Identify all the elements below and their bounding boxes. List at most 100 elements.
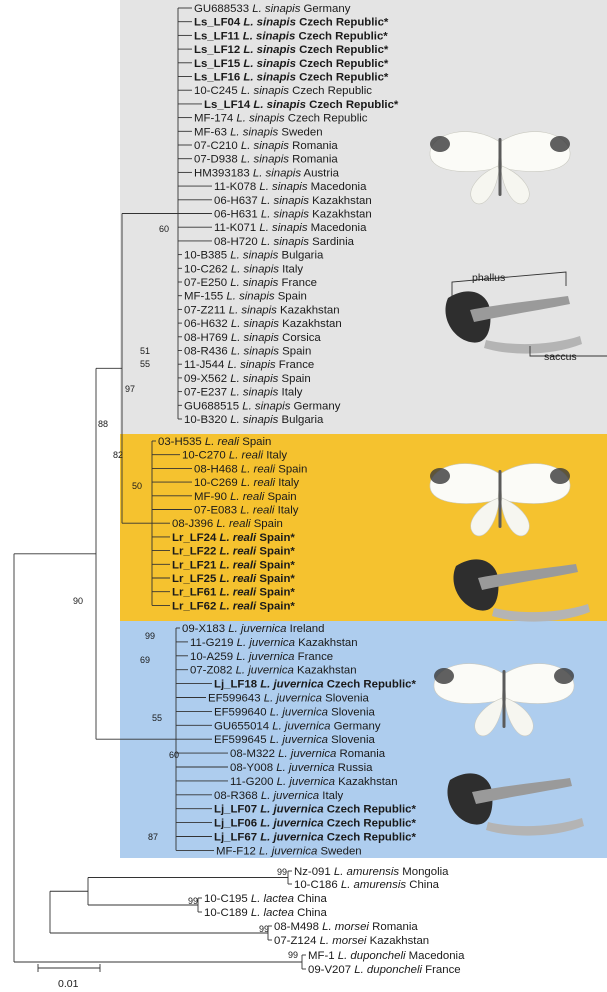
taxon-label: EF599643 L. juvernica Slovenia (208, 693, 370, 705)
taxon-label: Lr_LF24 L. reali Spain* (172, 532, 295, 544)
taxon-label: Lj_LF18 L. juvernica Czech Republic* (214, 679, 417, 691)
support-value: 87 (148, 832, 158, 842)
taxon-label: 11-G200 L. juvernica Kazakhstan (230, 776, 398, 788)
taxon-label: 10-C270 L. reali Italy (182, 450, 287, 462)
taxon-label: 10-B320 L. sinapis Bulgaria (184, 414, 324, 426)
taxon-label: Lj_LF67 L. juvernica Czech Republic* (214, 832, 417, 844)
support-value: 60 (159, 224, 169, 234)
taxon-label: Nz-091 L. amurensis Mongolia (294, 866, 449, 878)
phallus-bracket (451, 271, 567, 296)
taxon-label: Ls_LF12 L. sinapis Czech Republic* (194, 44, 389, 56)
support-value: 88 (98, 419, 108, 429)
genitalia-juvernica-image (447, 773, 584, 836)
support-value: 99 (259, 924, 269, 934)
taxon-label: 07-E250 L. sinapis France (184, 277, 317, 289)
taxon-label: 07-C210 L. sinapis Romania (194, 140, 338, 152)
taxon-label: 03-H535 L. reali Spain (158, 436, 271, 448)
phallus-label: phallus (472, 272, 505, 284)
taxon-label: MF-1 L. duponcheli Macedonia (308, 950, 465, 962)
genitalia-reali-image (453, 559, 590, 622)
support-value: 97 (125, 384, 135, 394)
support-value: 99 (145, 631, 155, 641)
taxon-label: 08-M322 L. juvernica Romania (230, 748, 386, 760)
taxon-label: Ls_LF04 L. sinapis Czech Republic* (194, 17, 389, 29)
taxon-label: 10-C195 L. lactea China (204, 893, 328, 905)
taxon-label: GU688515 L. sinapis Germany (184, 400, 341, 412)
taxon-label: Lr_LF21 L. reali Spain* (172, 559, 295, 571)
support-value: 99 (277, 867, 287, 877)
genitalia-sinapis-image (445, 291, 582, 354)
taxon-label: EF599645 L. juvernica Slovenia (214, 734, 376, 746)
taxon-label: Lr_LF22 L. reali Spain* (172, 546, 295, 558)
taxon-label: GU688533 L. sinapis Germany (194, 3, 351, 15)
taxon-label: Lr_LF61 L. reali Spain* (172, 587, 295, 599)
taxon-label: 06-H632 L. sinapis Kazakhstan (184, 318, 342, 330)
support-value: 51 (140, 346, 150, 356)
butterfly-sinapis-image (429, 131, 571, 205)
support-values: 60 51 55 97 88 82 50 90 99 69 55 60 87 99 99 99 99 (73, 224, 298, 960)
support-value: 60 (169, 750, 179, 760)
taxon-label: 11-K071 L. sinapis Macedonia (214, 222, 367, 234)
taxon-label: 07-Z124 L. morsei Kazakhstan (274, 935, 429, 947)
taxon-label: 10-C245 L. sinapis Czech Republic (194, 85, 372, 97)
taxon-label: MF-155 L. sinapis Spain (184, 291, 307, 303)
taxon-label: 10-A259 L. juvernica France (190, 651, 333, 663)
support-value: 55 (152, 713, 162, 723)
taxon-label: 08-R436 L. sinapis Spain (184, 346, 311, 358)
saccus-bracket (529, 346, 607, 357)
taxon-label: 08-H769 L. sinapis Corsica (184, 332, 321, 344)
taxon-label: MF-90 L. reali Spain (194, 491, 297, 503)
support-value: 69 (140, 655, 150, 665)
taxon-label: 08-M498 L. morsei Romania (274, 921, 418, 933)
taxon-label: Ls_LF14 L. sinapis Czech Republic* (204, 99, 399, 111)
butterfly-reali-image (429, 463, 571, 537)
taxon-label: 11-J544 L. sinapis France (184, 359, 314, 371)
sinapis-clade-background (120, 0, 607, 434)
taxon-label: 08-H720 L. sinapis Sardinia (214, 236, 355, 248)
taxon-label: 08-R368 L. juvernica Italy (214, 790, 343, 802)
taxon-label: 09-X183 L. juvernica Ireland (182, 623, 324, 635)
scale-bar-label: 0.01 (58, 978, 79, 990)
tree-branches (13, 7, 306, 970)
taxon-label: Lj_LF07 L. juvernica Czech Republic* (214, 804, 417, 816)
taxon-label: 11-G219 L. juvernica Kazakhstan (190, 637, 358, 649)
support-value: 82 (113, 450, 123, 460)
taxon-label: Lj_LF06 L. juvernica Czech Republic* (214, 818, 417, 830)
taxon-label: Lr_LF62 L. reali Spain* (172, 600, 295, 612)
taxon-label: 07-Z211 L. sinapis Kazakhstan (184, 304, 340, 316)
taxon-label: 10-C262 L. sinapis Italy (184, 263, 303, 275)
support-value: 99 (188, 896, 198, 906)
taxon-label: 07-E237 L. sinapis Italy (184, 387, 303, 399)
support-value: 50 (132, 481, 142, 491)
taxon-label: 11-K078 L. sinapis Macedonia (214, 181, 367, 193)
taxon-label: 07-Z082 L. juvernica Kazakhstan (190, 665, 357, 677)
taxon-label: 10-C269 L. reali Italy (194, 477, 299, 489)
taxon-label: GU655014 L. juvernica Germany (214, 720, 381, 732)
taxon-label: 08-H468 L. reali Spain (194, 463, 307, 475)
support-value: 99 (288, 950, 298, 960)
taxon-label: HM393183 L. sinapis Austria (194, 167, 340, 179)
taxon-label: 08-J396 L. reali Spain (172, 518, 283, 530)
butterfly-juvernica-image (433, 663, 575, 737)
taxon-label: Lr_LF25 L. reali Spain* (172, 573, 295, 585)
taxon-label: MF-174 L. sinapis Czech Republic (194, 113, 368, 125)
support-value: 55 (140, 359, 150, 369)
taxon-label: 06-H637 L. sinapis Kazakhstan (214, 195, 372, 207)
taxon-label: Ls_LF16 L. sinapis Czech Republic* (194, 72, 389, 84)
taxon-label: 10-C186 L. amurensis China (294, 879, 440, 891)
taxon-label: MF-63 L. sinapis Sweden (194, 126, 323, 138)
taxon-label: Ls_LF15 L. sinapis Czech Republic* (194, 58, 389, 70)
taxon-label: 09-V207 L. duponcheli France (308, 964, 461, 976)
taxon-label: 07-D938 L. sinapis Romania (194, 154, 338, 166)
taxon-label: MF-F12 L. juvernica Sweden (216, 845, 362, 857)
taxon-label: 10-B385 L. sinapis Bulgaria (184, 250, 324, 262)
support-value: 90 (73, 596, 83, 606)
taxon-label: 09-X562 L. sinapis Spain (184, 373, 311, 385)
taxon-label: 07-E083 L. reali Italy (194, 505, 299, 517)
taxon-label: 08-Y008 L. juvernica Russia (230, 762, 373, 774)
taxon-label: EF599640 L. juvernica Slovenia (214, 706, 376, 718)
taxon-label: 06-H631 L. sinapis Kazakhstan (214, 209, 372, 221)
taxon-label: 10-C189 L. lactea China (204, 907, 328, 919)
